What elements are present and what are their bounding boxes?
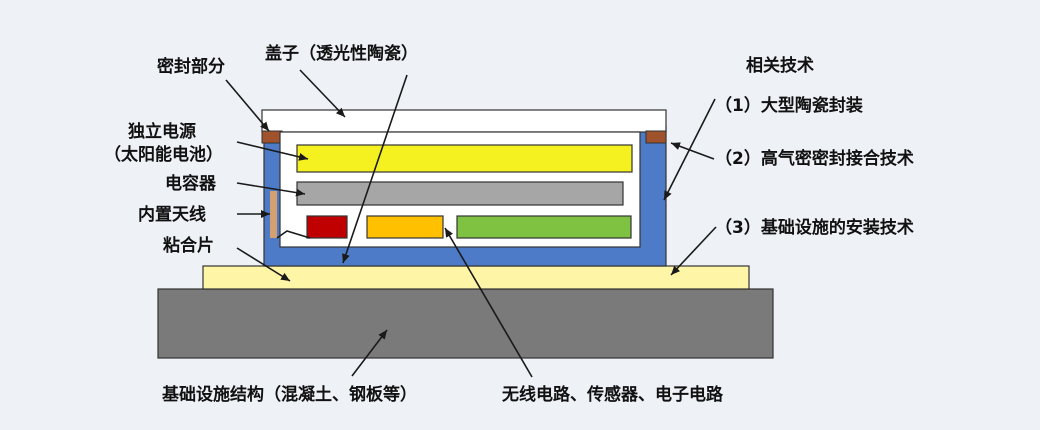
label-foundation: 基础设施结构（混凝土、钢板等） xyxy=(161,384,417,405)
label-seal-part: 密封部分 xyxy=(157,56,225,77)
tech-item-3: （3）基础设施的安装技术 xyxy=(715,217,914,238)
capacitor-block xyxy=(296,181,624,206)
leader-capacitor xyxy=(236,182,306,197)
label-adhesive: 粘合片 xyxy=(163,235,214,256)
leader-lid xyxy=(299,69,346,118)
label-power-source-sub: （太阳能电池） xyxy=(104,144,223,165)
tech-item-1: （1）大型陶瓷封装 xyxy=(715,95,863,116)
leader-foundation xyxy=(351,329,388,377)
lid-cover xyxy=(261,109,667,133)
green-chip xyxy=(456,215,632,239)
label-circuits: 无线电路、传感器、电子电路 xyxy=(501,384,724,405)
leader-power xyxy=(236,141,309,161)
leader-circuits xyxy=(444,227,533,378)
label-capacitor: 电容器 xyxy=(165,173,217,194)
seal-right xyxy=(645,130,667,144)
leader-adhesive xyxy=(236,247,291,282)
red-chip xyxy=(306,215,348,239)
tech-item-2: （2）高气密密封接合技术 xyxy=(715,148,914,169)
leader-tech-2 xyxy=(670,142,715,160)
label-antenna: 内置天线 xyxy=(138,204,206,225)
foundation-structure xyxy=(157,288,774,359)
antenna-wire xyxy=(276,230,311,239)
leader-lid-cavity xyxy=(342,74,408,264)
leader-tech-3 xyxy=(670,226,717,276)
leader-seal xyxy=(225,79,270,132)
tech-heading: 相关技术 xyxy=(746,55,814,76)
label-power-source: 独立电源 xyxy=(128,121,196,142)
solar-cell xyxy=(296,144,633,173)
label-lid: 盖子（透光性陶瓷） xyxy=(265,43,418,64)
orange-chip xyxy=(366,215,444,239)
antenna-strip xyxy=(270,191,277,238)
seal-left xyxy=(261,130,283,144)
